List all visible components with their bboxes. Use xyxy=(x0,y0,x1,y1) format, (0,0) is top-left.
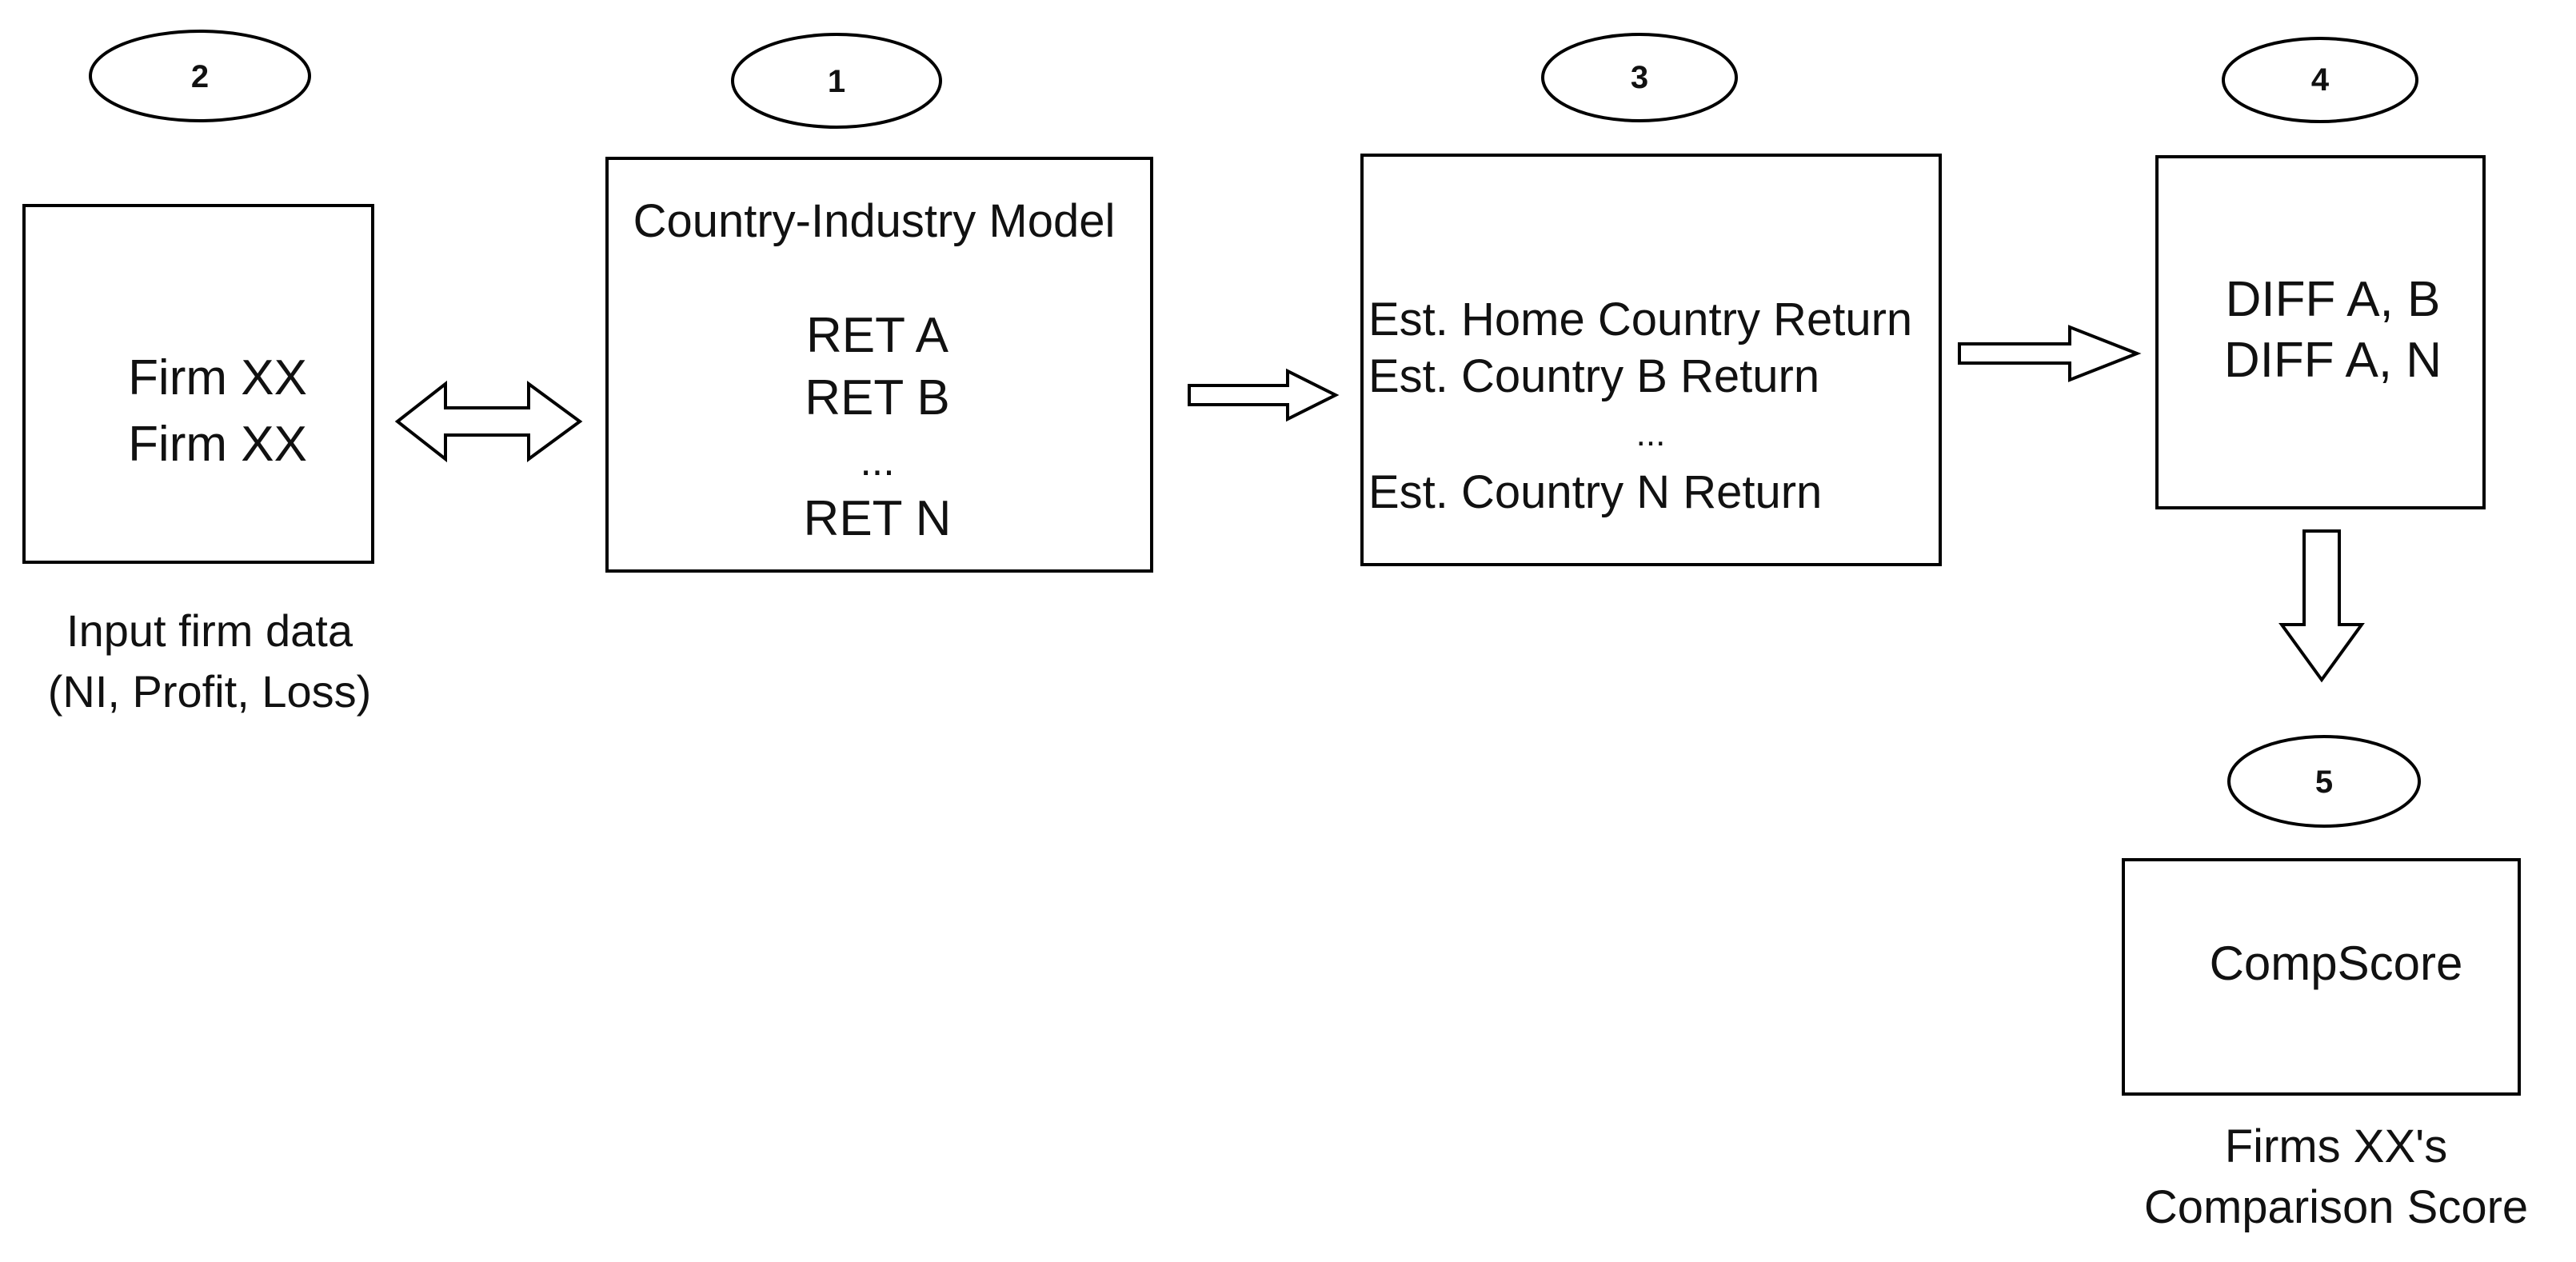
step-badge-3: 3 xyxy=(1541,33,1738,122)
step-badge-4: 4 xyxy=(2222,37,2418,123)
step-number: 4 xyxy=(2311,62,2330,98)
compscore-box: CompScore xyxy=(2122,858,2521,1096)
estimate-line: ... xyxy=(1636,414,1666,453)
step-number: 1 xyxy=(828,64,845,99)
arrow-model-to-estimates xyxy=(1188,368,1340,422)
model-line: ... xyxy=(860,438,894,485)
estimates-box: Est. Home Country Return Est. Country B … xyxy=(1360,154,1942,566)
step-badge-5: 5 xyxy=(2227,735,2421,828)
model-title: Country-Industry Model xyxy=(633,195,1116,247)
firm-caption-line: Input firm data xyxy=(66,605,353,656)
model-line: RET N xyxy=(804,491,952,546)
estimate-line: Est. Country N Return xyxy=(1368,466,1822,518)
firm-line: Firm XX xyxy=(128,350,307,405)
double-arrow-firm-model xyxy=(394,380,583,463)
estimate-line: Est. Home Country Return xyxy=(1368,294,1912,345)
arrow-estimates-to-diff xyxy=(1958,325,2142,382)
estimate-line: Est. Country B Return xyxy=(1368,350,1819,402)
firm-box: Firm XX Firm XX xyxy=(22,204,374,564)
firm-line: Firm XX xyxy=(128,417,307,472)
step-number: 2 xyxy=(191,59,209,94)
diff-line: DIFF A, N xyxy=(2224,333,2442,388)
compscore-line: CompScore xyxy=(2210,937,2463,990)
model-box: Country-Industry Model RET A RET B ... R… xyxy=(605,157,1153,573)
step-number: 3 xyxy=(1631,60,1648,95)
step-badge-2: 2 xyxy=(89,30,311,122)
arrow-diff-to-compscore xyxy=(2278,529,2365,683)
compscore-caption-line: Comparison Score xyxy=(2144,1181,2528,1233)
step-number: 5 xyxy=(2315,765,2333,800)
diff-box: DIFF A, B DIFF A, N xyxy=(2155,155,2486,509)
firm-caption-line: (NI, Profit, Loss) xyxy=(48,666,372,717)
compscore-caption-line: Firms XX's xyxy=(2225,1120,2448,1172)
diff-line: DIFF A, B xyxy=(2226,272,2441,327)
step-badge-1: 1 xyxy=(731,33,942,129)
model-line: RET A xyxy=(806,308,949,363)
model-line: RET B xyxy=(805,370,949,425)
